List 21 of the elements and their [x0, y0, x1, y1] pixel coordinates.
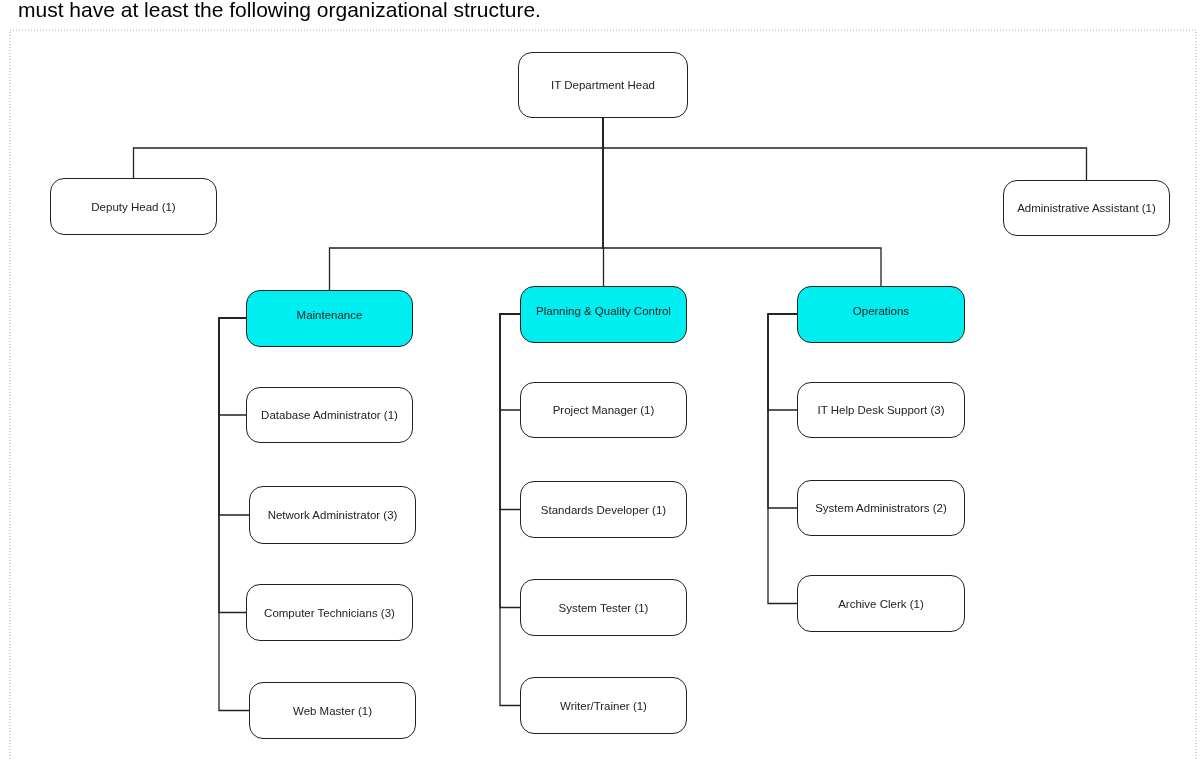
department-box: Planning & Quality Control	[520, 286, 687, 343]
connector-line	[218, 317, 250, 712]
role-box: Administrative Assistant (1)	[1003, 180, 1170, 236]
role-box: System Tester (1)	[520, 579, 687, 636]
connector-line	[767, 313, 798, 605]
role-box: IT Help Desk Support (3)	[797, 382, 965, 438]
role-box: Network Administrator (3)	[249, 486, 416, 544]
role-box: Database Administrator (1)	[246, 387, 413, 443]
role-box: Deputy Head (1)	[50, 178, 217, 235]
intro-sentence: must have at least the following organizational structure.	[18, 0, 541, 22]
role-box: Computer Technicians (3)	[246, 584, 413, 641]
role-box: Web Master (1)	[249, 682, 416, 739]
department-box: Maintenance	[246, 290, 413, 347]
role-box: Writer/Trainer (1)	[520, 677, 687, 734]
role-box: Archive Clerk (1)	[797, 575, 965, 632]
role-box: IT Department Head	[518, 52, 688, 118]
role-box: System Administrators (2)	[797, 480, 965, 536]
department-box: Operations	[797, 286, 965, 343]
connector-line	[499, 313, 521, 707]
role-box: Project Manager (1)	[520, 382, 687, 438]
role-box: Standards Developer (1)	[520, 481, 687, 538]
